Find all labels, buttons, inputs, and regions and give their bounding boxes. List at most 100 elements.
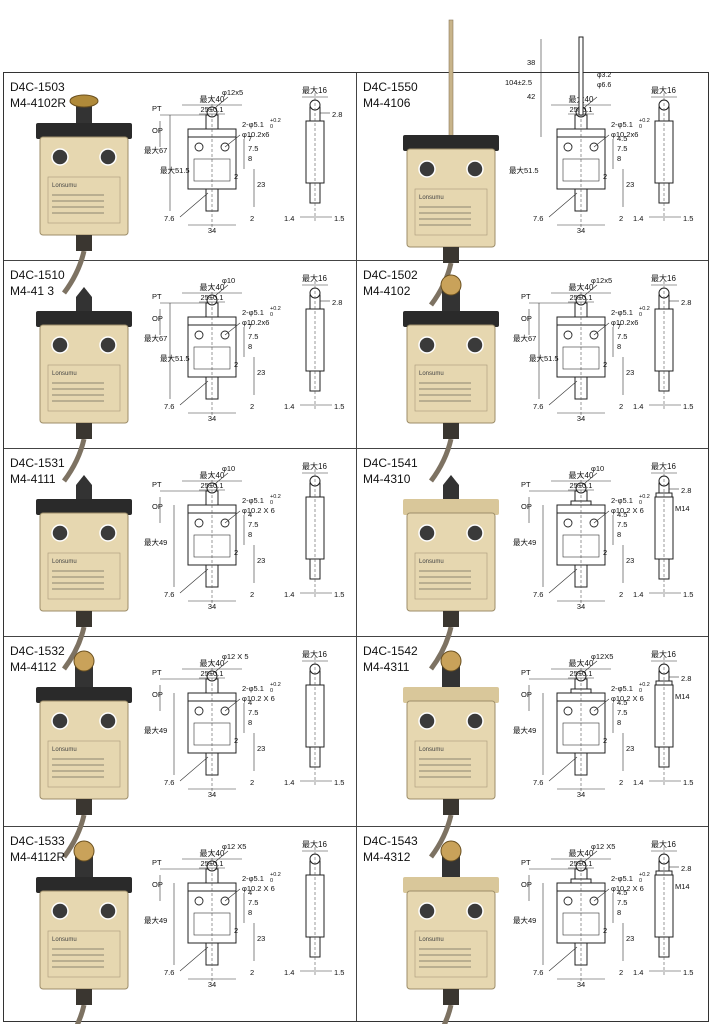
dim-7-5: 7.5 bbox=[248, 332, 258, 341]
dim-38: 38 bbox=[527, 58, 535, 67]
mounting-hole bbox=[466, 712, 484, 730]
dim-thread: φ10.2 X 6 bbox=[242, 506, 275, 515]
dim-7-6: 7.6 bbox=[533, 590, 543, 599]
leader-line bbox=[215, 472, 229, 484]
hole-outline bbox=[563, 896, 573, 906]
label-plate bbox=[414, 364, 488, 412]
dim-max51-5: 最大51.5 bbox=[160, 165, 190, 175]
switch-photo: Lonsumu bbox=[403, 274, 499, 483]
mounting-hole bbox=[466, 902, 484, 920]
dim-hole: 2-φ5.1 bbox=[242, 874, 264, 883]
switch-photo: Lonsumu bbox=[36, 650, 132, 859]
dim-max49: 最大49 bbox=[513, 725, 536, 735]
dim-max40: 最大40 bbox=[200, 470, 225, 480]
switch-cap bbox=[36, 311, 132, 327]
dim-actuator-diameter: φ10 bbox=[222, 276, 235, 285]
model-code-m4: M4-41 3 bbox=[10, 284, 55, 298]
cell-graphics: Lonsumu最大4025±0.1φ102-φ5.1+0.20φ10.2x677… bbox=[36, 273, 344, 483]
brand-label: Lonsumu bbox=[419, 195, 444, 201]
dim-hole: 2-φ5.1 bbox=[611, 496, 633, 505]
switch-cap bbox=[403, 499, 499, 515]
dim-2b: 2 bbox=[250, 214, 254, 223]
model-code-m4: M4-4106 bbox=[363, 96, 411, 110]
dim-max49: 最大49 bbox=[513, 915, 536, 925]
dim-m14: M14 bbox=[675, 692, 690, 701]
dim-max67: 最大67 bbox=[513, 333, 536, 343]
hole-outline bbox=[194, 896, 204, 906]
plunger bbox=[442, 665, 460, 689]
dim-pt: PT bbox=[521, 858, 531, 867]
plunger bbox=[75, 665, 93, 689]
dim-max16: 最大16 bbox=[651, 839, 676, 849]
dim-1-4: 1.4 bbox=[284, 590, 294, 599]
dim-1-5: 1.5 bbox=[683, 968, 693, 977]
dim-max67: 最大67 bbox=[144, 145, 167, 155]
cell-graphics: Lonsumu最大4025±0.1φ12x52-φ5.1+0.20φ10.2x6… bbox=[36, 85, 344, 295]
switch-photo: Lonsumu bbox=[36, 94, 132, 295]
label-plate bbox=[47, 552, 121, 600]
dim-tolerance-25: 25±0.1 bbox=[201, 293, 224, 302]
model-code-d4c: D4C-1533 bbox=[10, 834, 65, 848]
dim-2-8: 2.8 bbox=[681, 298, 691, 307]
mounting-hole bbox=[99, 148, 117, 166]
dim-1-5: 1.5 bbox=[334, 402, 344, 411]
dim-d45: 4.5 bbox=[617, 134, 627, 143]
dim-2-8: 2.8 bbox=[681, 486, 691, 495]
dim-max40: 最大40 bbox=[569, 282, 594, 292]
label-plate bbox=[47, 930, 121, 978]
dim-8: 8 bbox=[617, 908, 621, 917]
dim-actuator-diameter: φ12 X5 bbox=[222, 842, 246, 851]
hole-outline bbox=[589, 518, 599, 528]
leader-line bbox=[548, 568, 578, 594]
plunger bbox=[76, 105, 92, 125]
switch-cap bbox=[403, 877, 499, 893]
dim-1-5: 1.5 bbox=[683, 590, 693, 599]
dim-7-5: 7.5 bbox=[617, 708, 627, 717]
dim-1-4: 1.4 bbox=[633, 590, 643, 599]
switch-photo: Lonsumu bbox=[403, 650, 499, 859]
plunger bbox=[75, 855, 93, 879]
brand-label: Lonsumu bbox=[52, 937, 77, 943]
switch-photo: Lonsumu bbox=[403, 840, 499, 1024]
dim-2: 2 bbox=[234, 548, 238, 557]
roller bbox=[69, 94, 99, 108]
leader-line bbox=[584, 284, 598, 296]
dim-tol-zero: 0 bbox=[639, 312, 642, 318]
dim-34: 34 bbox=[577, 414, 585, 423]
dim-7-6: 7.6 bbox=[533, 402, 543, 411]
dim-7-6: 7.6 bbox=[533, 214, 543, 223]
hole-outline bbox=[220, 518, 230, 528]
dim-max16: 最大16 bbox=[651, 461, 676, 471]
dim-phi3-2: φ3.2 bbox=[597, 72, 611, 79]
dim-2b: 2 bbox=[619, 968, 623, 977]
dim-max40: 最大40 bbox=[569, 658, 594, 668]
front-view-drawing: 最大4025±0.1φ102-φ5.1+0.20φ10.2x677.58223P… bbox=[144, 276, 281, 423]
cable bbox=[61, 814, 87, 859]
mounting-hole bbox=[51, 336, 69, 354]
model-code-m4: M4-4111 bbox=[10, 472, 56, 486]
mounting-hole bbox=[466, 160, 484, 178]
dim-2-8: 2.8 bbox=[332, 298, 342, 307]
leader-line bbox=[593, 698, 610, 712]
brand-label: Lonsumu bbox=[419, 371, 444, 377]
dim-tol-zero: 0 bbox=[270, 688, 273, 694]
hole-outline bbox=[220, 706, 230, 716]
leader-line bbox=[215, 284, 229, 296]
model-code-d4c: D4C-1541 bbox=[363, 456, 418, 470]
switch-cap bbox=[36, 687, 132, 703]
dim-2: 2 bbox=[234, 926, 238, 935]
model-code-d4c: D4C-1503 bbox=[10, 80, 65, 94]
leader-line bbox=[584, 472, 598, 484]
dim-d4: 4 bbox=[248, 888, 252, 897]
dim-actuator-diameter: φ12 X 5 bbox=[222, 652, 249, 661]
dim-max49: 最大49 bbox=[144, 537, 167, 547]
